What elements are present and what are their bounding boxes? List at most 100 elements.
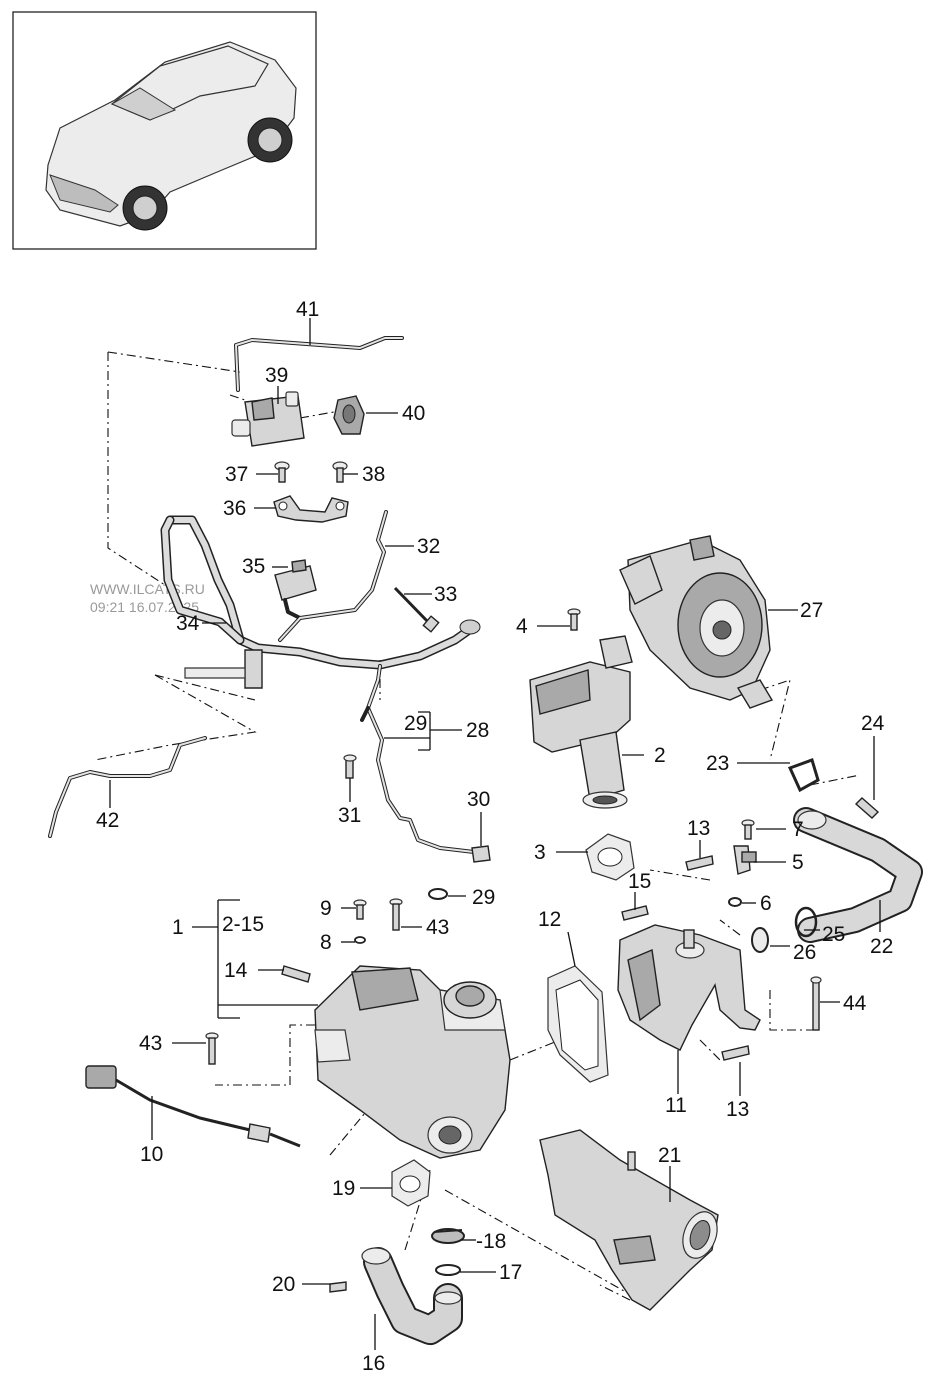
watermark-site: WWW.ILCATS.RU [90,581,205,597]
part-16-elbow-pipe [361,1247,463,1345]
part-41-vacuum-line [234,336,404,392]
callout-5: 5 [792,851,804,874]
callout-12: 12 [538,908,561,931]
part-38-screw [332,461,348,483]
part-8-washer [354,936,366,944]
callout-3: 3 [534,841,546,864]
callout-30: 30 [467,788,490,811]
part-35-solenoid-valve [274,559,317,620]
callout-32: 32 [417,535,440,558]
part-43-bolt-upper [389,898,403,931]
callout-17: 17 [499,1261,522,1284]
part-17-o-ring [435,1264,461,1276]
part-2-egr-valve [529,635,633,809]
part-7-screw [741,819,755,840]
callout-35: 35 [242,555,265,578]
part-28-tube [360,664,476,854]
callout-20: 20 [272,1273,295,1296]
part-5-sensor [733,845,757,875]
callout-29-upper: 29 [404,712,427,735]
part-20-screw [329,1281,347,1293]
callout-31: 31 [338,804,361,827]
part-42-line [48,736,207,838]
callout-42: 42 [96,809,119,832]
callout-38: 38 [362,463,385,486]
callout-18: -18 [476,1230,506,1253]
callout-1: 1 [172,916,184,939]
callout-41: 41 [296,298,319,321]
part-6-seal [728,897,742,907]
part-39-pressure-converter [231,391,305,447]
car-grille [49,174,119,213]
part-13-screw-upper [685,855,714,871]
part-22-pipe [793,807,923,943]
callout-6: 6 [760,892,772,915]
callout-23: 23 [706,752,729,775]
car-rear-hub [257,127,283,153]
part-44-bolt [810,976,822,1031]
part-15-screw [621,905,649,921]
callout-14: 14 [224,959,248,982]
callout-44: 44 [843,992,867,1015]
car-front-hub [132,195,158,221]
part-12-gasket [547,965,609,1083]
callout-labels: 41 39 40 37 38 36 32 35 33 34 27 4 29 28… [96,298,893,1375]
part-3-gasket [585,833,635,881]
part-25-clamp [794,906,818,938]
part-36-bracket [273,495,349,523]
part-9-screw [353,899,367,920]
callout-22: 22 [870,935,893,958]
callout-16: 16 [362,1352,385,1375]
callout-43-upper: 43 [426,916,449,939]
callout-29-lower: 29 [472,886,495,909]
part-10-temperature-sensor [85,1065,301,1148]
part-26-seal [751,927,769,953]
part-34-hose-assembly [160,515,481,689]
part-33-connector [393,586,440,633]
callout-43-lower: 43 [139,1032,162,1055]
callout-10: 10 [140,1143,163,1166]
callout-40: 40 [402,402,425,425]
callout-33: 33 [434,583,457,606]
callout-25: 25 [822,923,845,946]
callout-19: 19 [332,1177,355,1200]
part-23-clamp [787,758,820,793]
callout-21: 21 [658,1144,681,1167]
part-37-screw [274,461,290,483]
watermark-timestamp: 09:21 16.07.2025 [90,599,199,615]
callout-8: 8 [320,931,332,954]
callout-28: 28 [466,719,489,742]
part-4-screw [567,608,581,631]
leader-lines [109,318,881,1350]
vehicle-thumbnail [12,11,317,250]
callout-36: 36 [223,497,246,520]
part-43-bolt-lower [205,1032,219,1065]
part-1-egr-cooler [314,965,511,1159]
callout-13-upper: 13 [687,817,710,840]
callout-2: 2 [654,744,666,767]
callout-7: 7 [792,818,804,841]
callout-15: 15 [628,870,651,893]
part-40-rubber-mount [333,395,365,435]
part-31-screw [343,754,357,779]
callout-24: 24 [861,712,885,735]
part-13-screw-lower [721,1045,750,1061]
part-19-gasket [391,1159,431,1207]
callout-39: 39 [265,364,288,387]
car-windshield [110,87,177,121]
callout-4: 4 [516,615,528,638]
part-32-line [278,510,388,642]
part-11-housing [617,924,761,1051]
part-27-turbocharger [619,535,774,709]
part-30-union-screw [471,845,491,863]
callout-9: 9 [320,897,332,920]
part-14-screw [281,965,311,983]
callout-37: 37 [225,463,248,486]
callout-34: 34 [176,612,200,635]
part-29-seal-ring [428,888,448,900]
part-24-screw [854,797,880,819]
part-18-clamp [431,1228,465,1244]
callout-27: 27 [800,599,823,622]
callout-2-15: 2-15 [222,913,264,936]
